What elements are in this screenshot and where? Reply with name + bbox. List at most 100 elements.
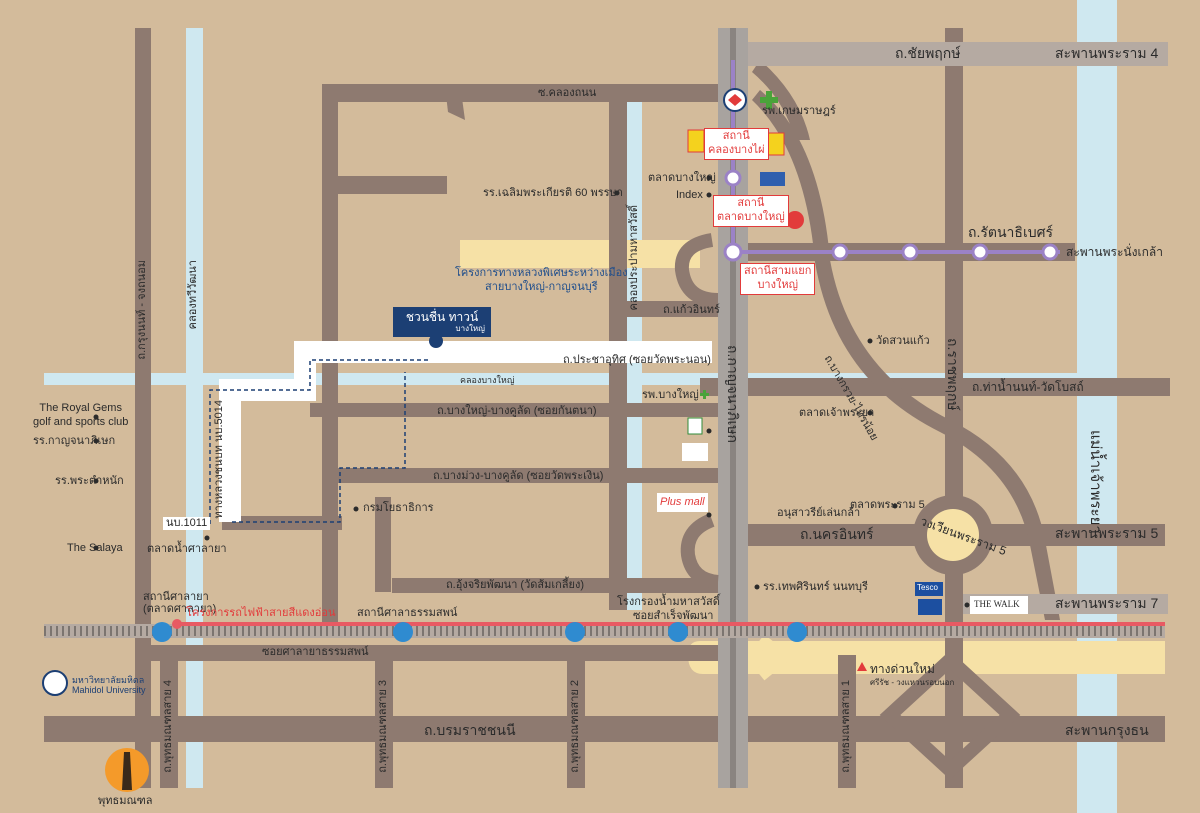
project-label-expressway: ทางด่วนใหม่ [870, 662, 935, 676]
project-sign-sub: บางใหญ่ [455, 324, 485, 334]
station-tag-sam-yaek: สถานีสามแยก บางใหญ่ [740, 263, 816, 295]
road-tha-nam-non [700, 378, 1170, 396]
landmark-school-thepsirin: รร.เทพศิรินทร์ นนทบุรี [763, 581, 868, 593]
road-network [44, 28, 1170, 788]
road-kanchanaphisek-center [730, 28, 736, 788]
road-label-soi-samruay: ซอยสำเร็จพัฒนา [633, 610, 714, 622]
road-phutthamonthon1 [838, 655, 856, 788]
bigc-logo [687, 129, 705, 153]
hospital-cross-icon [700, 390, 709, 399]
road-label-prachautit: ถ.ประชาอุทิศ (ซอยวัดพระนอน) [563, 354, 711, 366]
landmark-talad-bang-yai: ตลาดบางใหญ่ [648, 172, 716, 184]
station-label-salaya: สถานีศาลายา [143, 591, 209, 603]
road-ratchaphruek [945, 28, 963, 543]
train-icon [787, 622, 807, 642]
project-pin [429, 334, 443, 348]
station-label-salaya-sub: (ตลาดศาลายา) [143, 603, 217, 615]
project-route [219, 341, 712, 522]
purple-line-stations [723, 169, 1059, 262]
road-label-bridge-krungthon: สะพานกรุงธน [1065, 722, 1149, 738]
bigc-logo [767, 132, 785, 156]
homepro-logo-2 [918, 599, 942, 615]
landmark-hospital-kasemrad: รพ.เกษมราษฎร์ [762, 105, 836, 117]
train-icon [565, 622, 585, 642]
rama5-circle-inner [927, 509, 979, 561]
road-label-bangyai-bangkhusat: ถ.บางใหญ่-บางคูลัด (ซอยกันตนา) [437, 405, 597, 417]
landmark-talad-rama5: ตลาดพระราม 5 [850, 499, 925, 511]
road-label-borommaratchachonnani: ถ.บรมราชชนนี [424, 722, 516, 738]
expressway-upper [460, 240, 700, 268]
station-dot-3 [971, 243, 989, 261]
landmark-tesco: Tesco [917, 583, 938, 592]
road-label-rattanathibet: ถ.รัตนาธิเบศร์ [968, 224, 1054, 240]
road-rattanathibet-west [335, 176, 447, 194]
road-label-ueng-charoen: ถ.อุ้งจริยพัฒนา (วัดส้มเกลี้ยง) [446, 579, 585, 591]
interchange-loop-north [674, 233, 719, 307]
road-label-kanchanaphisek: ถ.กาญจนาภิเษก [725, 345, 741, 443]
station-label-salaya-thammasop: สถานีศาลาธรรมสพน์ [357, 607, 458, 619]
station-dot-1 [831, 243, 849, 261]
toyota-logo [682, 443, 708, 461]
landmark-talad-nam-salaya: ตลาดน้ำศาลายา [147, 543, 227, 555]
tesco-logo [915, 582, 943, 596]
road-diag-upper [445, 86, 465, 120]
road-ueng-charoen [392, 578, 722, 593]
station-dot-2 [901, 243, 919, 261]
landmark-dots [93, 175, 970, 608]
road-bangyai-bangkhusat [310, 403, 723, 417]
canal-label-thawi-watthana: คลองทวีวัฒนา [187, 260, 199, 330]
landmark-anusawari: อนุสาวรีย์เล่นกล้า [777, 507, 861, 519]
expressway-marker-icon [857, 662, 867, 671]
road-label-nakhon-in: ถ.นครอินทร์ [800, 526, 874, 542]
interchange-loop-south [680, 513, 719, 589]
road-label-nm1011: นบ.1011 [163, 517, 211, 530]
road-label-bridge-rama7: สะพานพระราม 7 [1055, 595, 1159, 611]
landmark-rongkrong: โรงกรองน้ำมหาสวัสดิ์ [617, 596, 720, 608]
station-khlong-bang-phai-dot [724, 169, 742, 187]
road-label-bridge-phranangklao: สะพานพระนั่งเกล้า [1066, 245, 1163, 259]
canal-label-prapa: คลองประปามหาสวัสดิ์ [628, 205, 640, 311]
train-icons [152, 622, 807, 642]
road-nm1011 [222, 516, 342, 530]
river-label: แม่น้ำเจ้าพระยา [1087, 430, 1104, 534]
landmark-plus-mall: Plus mall [657, 493, 708, 512]
road-label-phutthamonthon4: ถ.พุทธมณฑลสาย 4 [162, 680, 174, 773]
road-label-khlong-thanon: ซ.คลองถนน [538, 87, 597, 99]
road-bangmuang-bangkhusat [335, 468, 723, 483]
homepro-logo [760, 172, 785, 186]
expressway-lower [688, 641, 1165, 674]
canal-thawi-watthana [186, 28, 203, 788]
landmark-index: Index [676, 189, 703, 201]
project-label-purple: โครงการทางหลวงพิเศษระหว่างเมือง สายบางให… [455, 267, 628, 294]
landmark-the-walk: THE WALK [974, 599, 1020, 609]
seven-eleven-logo [687, 417, 703, 435]
the-walk-logo [970, 596, 1028, 614]
road-phutthamonthon3 [375, 655, 393, 788]
landmark-talad-chao-phraya: ตลาดเจ้าพระยา [799, 407, 875, 419]
road-ratchaphruek-lower [945, 560, 963, 788]
landmark-wat-suan-kaew: วัดสวนแก้ว [876, 335, 930, 347]
road-label-soi-salaya-thammasop: ซอยศาลายาธรรมสพน์ [262, 646, 369, 658]
expressway-arrow [755, 634, 794, 681]
landmark-school-phra-tamnak: รร.พระตำหนัก [55, 475, 124, 487]
hospital-cross-icon [760, 91, 778, 109]
road-ueng-vert [375, 497, 391, 592]
landmark-phutthamonthon: พุทธมณฑล [98, 795, 153, 807]
road-phutthamonthon2 [567, 655, 585, 788]
landmark-krom-yotha: กรมโยธาธิการ [363, 502, 434, 514]
road-label-tha-nam-non: ถ.ท่าน้ำนนท์-วัดโบสถ์ [972, 380, 1084, 394]
road-label-krung-nonthaburi: ถ.กรุงนนท์ - จงถนอม [136, 260, 148, 360]
road-label-phutthamonthon1: ถ.พุทธมณฑลสาย 1 [840, 680, 852, 773]
road-label-chaiyaphruek: ถ.ชัยพฤกษ์ [895, 45, 961, 61]
red-line-terminus [172, 619, 182, 629]
road-label-local5014: ทางหลวงชนบท นบ.5014 [213, 400, 225, 519]
landmark-salaya: The Salaya [67, 542, 123, 554]
road-phutthamonthon4 [160, 655, 178, 788]
chao-phraya-river [1077, 0, 1117, 813]
road-label-bangmuang-bangkhusat: ถ.บางม่วง-บางคูลัด (ซอยวัดพระเงิน) [433, 470, 604, 482]
road-kaew-in [609, 301, 722, 317]
station-sam-yaek-dot [723, 242, 743, 262]
road-label-bridge-rama5: สะพานพระราม 5 [1055, 525, 1159, 541]
